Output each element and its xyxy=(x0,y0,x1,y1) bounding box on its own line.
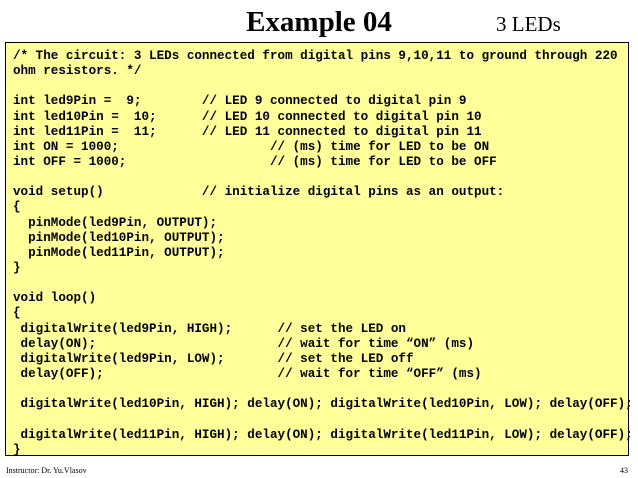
code-line: int OFF = 1000; // (ms) time for LED to … xyxy=(13,154,497,169)
code-line: pinMode(led9Pin, OUTPUT); xyxy=(13,215,218,230)
code-line: } xyxy=(13,260,21,275)
code-line: delay(ON); // wait for time “ON” (ms) xyxy=(13,336,475,351)
code-line: } xyxy=(13,442,21,457)
code-line: digitalWrite(led11Pin, HIGH); delay(ON);… xyxy=(13,427,633,442)
code-line xyxy=(13,382,633,397)
code-line: { xyxy=(13,200,21,215)
code-line: delay(OFF); // wait for time “OFF” (ms) xyxy=(13,366,482,381)
page-number: 43 xyxy=(620,466,628,475)
code-box xyxy=(5,42,629,456)
code-line: digitalWrite(led9Pin, HIGH); // set the … xyxy=(13,321,406,336)
code-line xyxy=(13,170,633,185)
slide-subtitle: 3 LEDs xyxy=(496,12,561,36)
code-line: void loop() xyxy=(13,291,97,306)
code-line xyxy=(13,412,633,427)
code-line: { xyxy=(13,306,21,321)
code-line: void setup() // initialize digital pins … xyxy=(13,185,505,200)
code-line xyxy=(13,79,633,94)
footer-instructor: Instructor: Dr. Yu.Vlasov xyxy=(6,466,87,475)
code-line: /* The circuit: 3 LEDs connected from di… xyxy=(13,49,618,63)
code-line: int led10Pin = 10; // LED 10 connected t… xyxy=(13,109,482,124)
code-line: int ON = 1000; // (ms) time for LED to b… xyxy=(13,139,490,154)
code-line: int led9Pin = 9; // LED 9 connected to d… xyxy=(13,94,467,109)
code-line xyxy=(13,276,633,291)
code-line: ohm resistors. */ xyxy=(13,64,142,79)
code-listing: /* The circuit: 3 LEDs connected from di… xyxy=(13,49,633,458)
code-line: digitalWrite(led10Pin, HIGH); delay(ON);… xyxy=(13,397,633,412)
slide-title: Example 04 xyxy=(246,6,392,38)
code-line: pinMode(led10Pin, OUTPUT); xyxy=(13,230,225,245)
code-line: int led11Pin = 11; // LED 11 connected t… xyxy=(13,124,482,139)
code-line: digitalWrite(led9Pin, LOW); // set the L… xyxy=(13,351,414,366)
code-line: pinMode(led11Pin, OUTPUT); xyxy=(13,245,225,260)
